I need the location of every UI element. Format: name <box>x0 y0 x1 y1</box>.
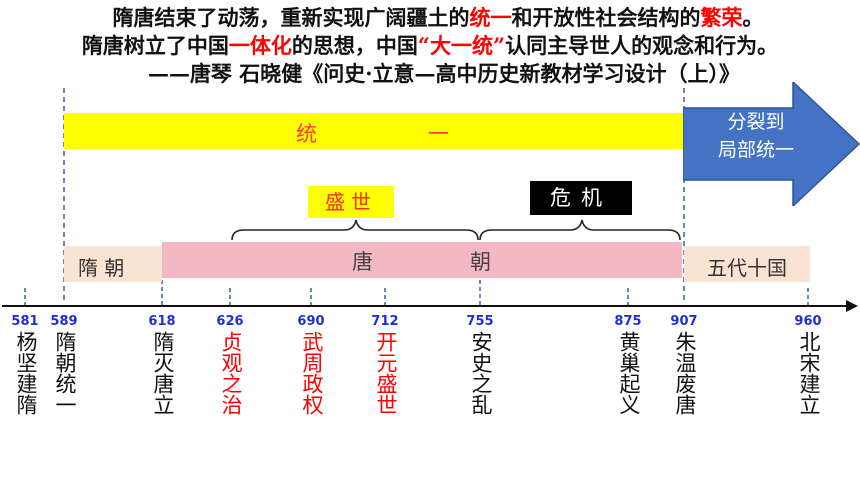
event-label: 隋朝统一 <box>53 331 77 415</box>
quote-highlight-grand-unity: “大一统” <box>417 33 506 58</box>
axis-arrowhead <box>846 300 858 312</box>
year-label: 618 <box>148 314 176 329</box>
quote-line-1: 隋唐结束了动荡，重新实现广阔疆土的统一和开放性社会结构的繁荣。 <box>0 6 860 30</box>
year-label: 581 <box>11 314 39 329</box>
year-label: 626 <box>216 314 244 329</box>
unification-band: 统 一 <box>64 113 684 149</box>
unification-label-1: 统 <box>296 122 317 146</box>
quote-text: 隋唐树立了中国 <box>81 33 229 58</box>
quote-highlight-integration: 一体化 <box>228 33 292 58</box>
event-label: 杨坚建隋 <box>14 331 38 415</box>
quote-line-2: 隋唐树立了中国一体化的思想，中国“大一统”认同主导世人的观念和行为。 <box>0 34 860 58</box>
fragmentation-label-line1: 分裂到 <box>727 111 785 133</box>
crisis-label: 危机 <box>530 181 632 215</box>
event-label-highlight: 开元盛世 <box>374 331 398 415</box>
year-label: 712 <box>371 314 399 329</box>
quote-text: 和开放性社会结构的 <box>511 5 701 30</box>
year-label: 755 <box>466 314 494 329</box>
quote-text: 隋唐结束了动荡，重新实现广阔疆土的 <box>112 5 470 30</box>
event-label: 黄巢起义 <box>617 331 641 415</box>
year-label: 875 <box>614 314 642 329</box>
event-label: 安史之乱 <box>469 331 493 415</box>
fragmentation-label-line2: 局部统一 <box>717 139 794 161</box>
unification-label-2: 一 <box>428 122 449 146</box>
tang-dynasty-band: 唐 朝 <box>162 242 682 278</box>
quote-source: ——唐琴 石晓健《问史·立意—高中历史新教材学习设计（上）》 <box>147 61 741 86</box>
brace-prosperity <box>231 219 479 241</box>
event-label-highlight: 武周政权 <box>300 331 324 415</box>
prosperity-label: 盛世 <box>308 186 394 218</box>
five-dynasties-band: 五代十国 <box>684 246 810 282</box>
fragmentation-arrow <box>683 82 860 206</box>
fragmentation-label: 分裂到 局部统一 <box>694 108 818 164</box>
quote-highlight-unify: 统一 <box>469 5 512 30</box>
event-label: 朱温废唐 <box>673 331 697 415</box>
year-label: 907 <box>670 314 698 329</box>
event-label: 隋灭唐立 <box>151 331 175 415</box>
year-label: 589 <box>50 314 78 329</box>
event-label: 北宋建立 <box>797 331 821 415</box>
tang-label-2: 朝 <box>470 250 491 274</box>
quote-text: 。 <box>742 5 764 30</box>
quote-highlight-prosperity: 繁荣 <box>700 5 743 30</box>
brace-crisis <box>479 219 681 241</box>
event-label-highlight: 贞观之治 <box>219 331 243 415</box>
year-label: 960 <box>794 314 822 329</box>
year-label: 690 <box>297 314 325 329</box>
sui-dynasty-band: 隋 朝 <box>64 246 162 282</box>
quote-text: 认同主导世人的观念和行为。 <box>505 33 779 58</box>
tang-label-1: 唐 <box>352 250 373 274</box>
quote-text: 的思想，中国 <box>291 33 418 58</box>
